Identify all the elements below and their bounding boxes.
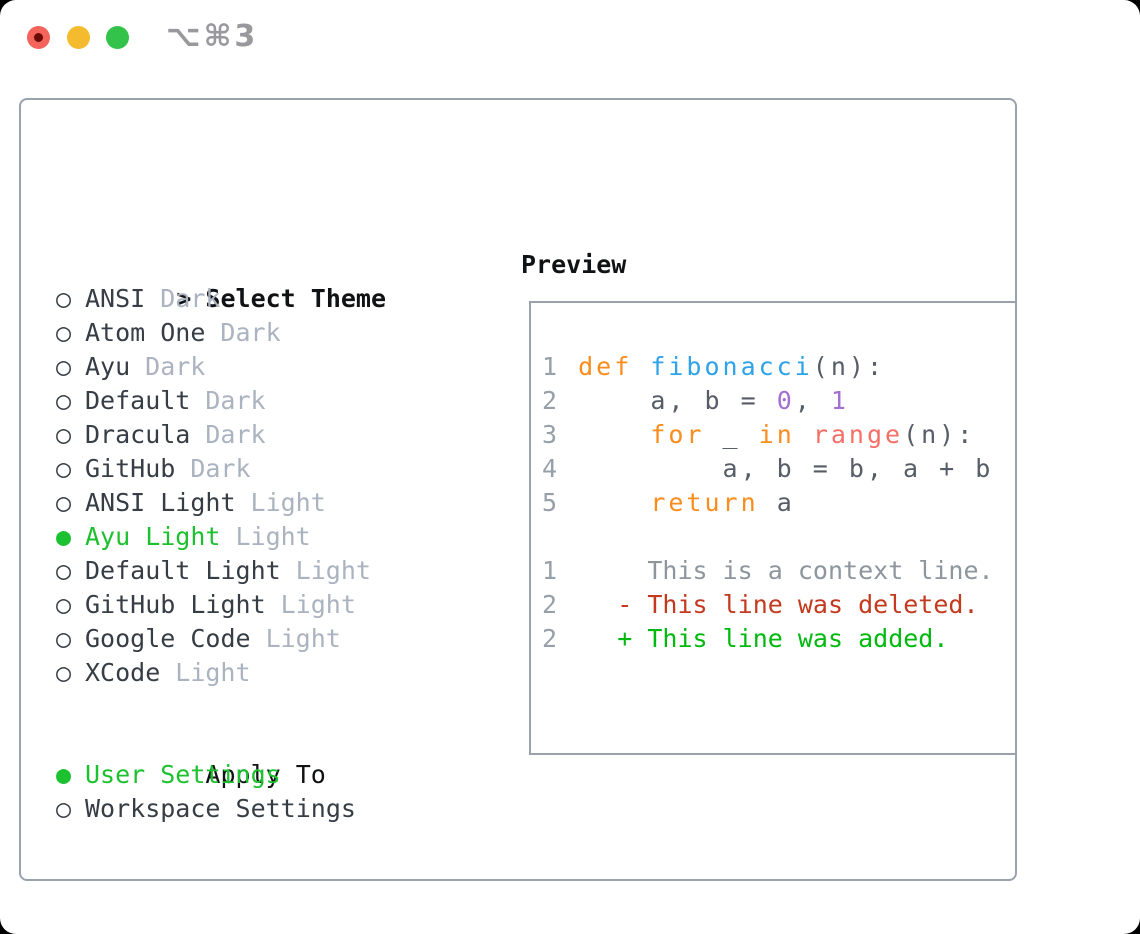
radio-icon: ○	[56, 386, 72, 415]
apply-to-label: User Settings	[85, 760, 281, 789]
radio-icon: ○	[56, 624, 72, 653]
theme-option[interactable]: ○ GitHub Light Light	[56, 588, 386, 622]
theme-variant: Dark	[205, 386, 266, 415]
theme-option[interactable]: ○ Default Light Light	[56, 554, 386, 588]
fullscreen-button[interactable]	[106, 26, 129, 49]
theme-option[interactable]: ○ Dracula Dark	[56, 418, 386, 452]
preview-heading: Preview	[521, 250, 627, 279]
radio-icon: ○	[56, 318, 72, 347]
prompt-icon: >	[176, 284, 192, 313]
radio-icon: ○	[56, 590, 72, 619]
theme-variant: Light	[175, 658, 251, 687]
theme-name: ANSI	[85, 284, 146, 313]
theme-variant: Dark	[160, 284, 221, 313]
theme-name: Atom One	[85, 318, 206, 347]
select-theme-title: Select Theme	[205, 284, 387, 313]
theme-variant: Dark	[190, 454, 251, 483]
line-number: 5	[542, 488, 579, 517]
window-shortcut-label: ⌥⌘3	[166, 19, 259, 54]
apply-to-header-row: Apply To	[56, 724, 356, 789]
theme-name: Default Light	[85, 556, 281, 585]
theme-option[interactable]: ○ Default Dark	[56, 384, 386, 418]
theme-variant: Light	[280, 590, 356, 619]
apply-to-option[interactable]: ● User Settings	[56, 758, 356, 792]
theme-variant: Dark	[205, 420, 266, 449]
line-number: 2	[542, 386, 579, 415]
theme-variant: Light	[235, 522, 311, 551]
code-line: 2 a, b = 0, 1	[542, 386, 849, 415]
code-line: 3 for _ in range(n):	[542, 420, 976, 449]
diff-line-context: 1 This is a context line.	[542, 554, 1015, 588]
theme-option[interactable]: ○ ANSI Light Light	[56, 486, 386, 520]
apply-to-label: Workspace Settings	[85, 794, 356, 823]
radio-icon: ○	[56, 352, 72, 381]
line-number: 1	[542, 352, 579, 381]
diff-line-added: 2 + This line was added.	[542, 622, 1015, 656]
help-line-1: (Use Enter to select, Tab to	[56, 928, 477, 934]
theme-name: Default	[85, 386, 191, 415]
minimize-button[interactable]	[67, 26, 90, 49]
line-number: 4	[542, 454, 579, 483]
diff-preview: 1 This is a context line.2 - This line w…	[542, 554, 1015, 656]
theme-option[interactable]: ○ Google Code Light	[56, 622, 386, 656]
code-line: 4 a, b = b, a + b	[542, 454, 994, 483]
radio-icon: ○	[56, 284, 72, 313]
theme-option[interactable]: ○ GitHub Dark	[56, 452, 386, 486]
theme-variant: Light	[250, 488, 326, 517]
theme-option[interactable]: ● Ayu Light Light	[56, 520, 386, 554]
radio-icon: ○	[56, 794, 72, 823]
radio-selected-icon: ●	[56, 760, 72, 789]
radio-icon: ○	[56, 488, 72, 517]
radio-selected-icon: ●	[56, 522, 72, 551]
line-number: 2	[542, 624, 558, 653]
theme-option[interactable]: ○ XCode Light	[56, 656, 386, 690]
apply-to-title: Apply To	[205, 760, 326, 789]
preview-pane: 1 def fibonacci(n): 2 a, b = 0, 1 3 for _ …	[529, 301, 1017, 755]
theme-name: XCode	[85, 658, 161, 687]
radio-icon: ○	[56, 420, 72, 449]
code-line: 1 def fibonacci(n):	[542, 352, 886, 381]
theme-variant: Light	[265, 624, 341, 653]
apply-to-option[interactable]: ○ Workspace Settings	[56, 792, 356, 826]
theme-name: ANSI Light	[85, 488, 236, 517]
unsaved-changes-indicator-icon	[34, 33, 43, 42]
theme-name: Ayu Light	[85, 522, 221, 551]
theme-option[interactable]: ○ Atom One Dark	[56, 316, 386, 350]
radio-icon: ○	[56, 556, 72, 585]
apply-to-options: ● User Settings ○ Workspace Settings	[56, 758, 356, 826]
help-text: (Use Enter to select, Tab to change focu…	[56, 860, 477, 934]
line-number: 1	[542, 556, 558, 585]
diff-text: This is a context line.	[557, 556, 994, 585]
theme-variant: Light	[295, 556, 371, 585]
close-button[interactable]	[27, 26, 50, 49]
code-preview: 1 def fibonacci(n): 2 a, b = 0, 1 3 for _ …	[542, 350, 1015, 520]
line-number: 2	[542, 590, 558, 619]
diff-text: + This line was added.	[557, 624, 949, 653]
diff-line-deleted: 2 - This line was deleted.	[542, 588, 1015, 622]
theme-name: Dracula	[85, 420, 191, 449]
select-theme-header: > Select Theme	[56, 248, 386, 313]
theme-name: Google Code	[85, 624, 251, 653]
diff-text: - This line was deleted.	[557, 590, 979, 619]
theme-variant: Dark	[145, 352, 206, 381]
apply-to-section: Apply To ● User Settings ○ Workspace Settin…	[56, 724, 356, 826]
theme-option[interactable]: ○ Ayu Dark	[56, 350, 386, 384]
theme-name: Ayu	[85, 352, 131, 381]
code-line: 5 return a	[542, 488, 795, 517]
theme-option[interactable]: ○ ANSI Dark	[56, 282, 386, 316]
radio-icon: ○	[56, 454, 72, 483]
theme-name: GitHub	[85, 454, 176, 483]
theme-name: GitHub Light	[85, 590, 266, 619]
theme-variant: Dark	[220, 318, 281, 347]
radio-icon: ○	[56, 658, 72, 687]
preview-separator	[542, 520, 1015, 554]
line-number: 3	[542, 420, 579, 449]
titlebar: ⌥⌘3	[0, 0, 1140, 74]
